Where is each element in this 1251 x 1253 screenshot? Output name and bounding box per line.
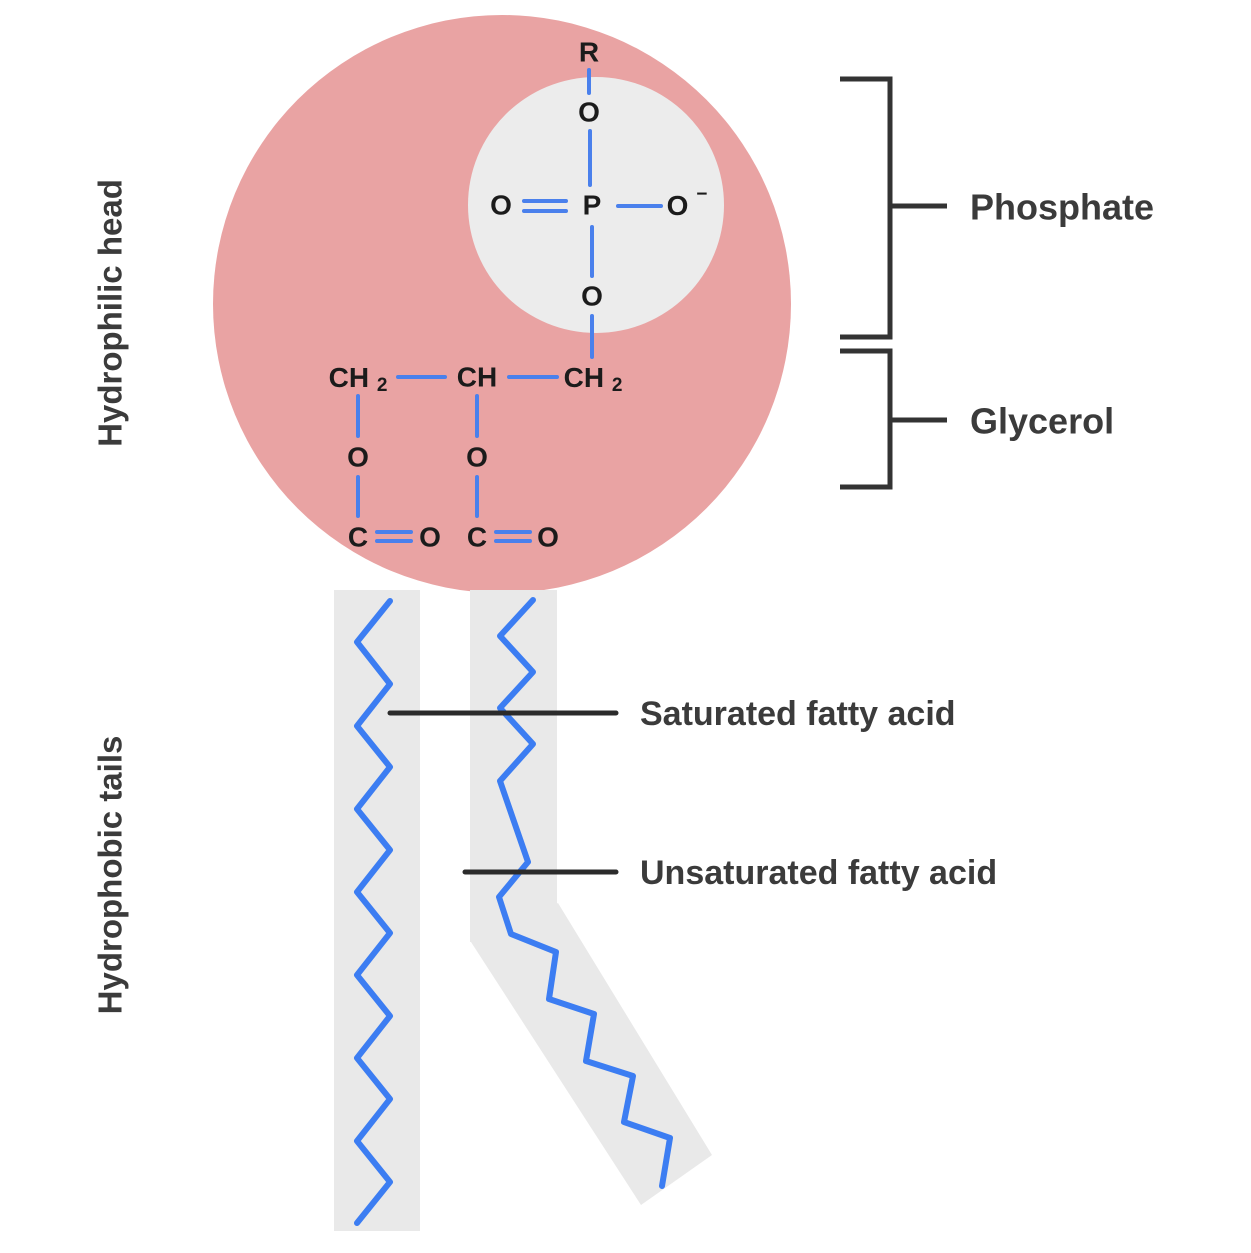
atom-p: P	[583, 190, 602, 221]
atom-r: R	[579, 37, 599, 68]
unsaturated-tail-band-lower	[471, 903, 712, 1205]
atom-ch2-right-main: CH	[564, 362, 604, 393]
saturated-chain-zigzag	[354, 598, 393, 1226]
atom-c-carbonyl-left: C	[348, 522, 368, 553]
atom-o-carbonyl-left: O	[419, 522, 441, 553]
saturated-label: Saturated fatty acid	[640, 695, 956, 733]
unsaturated-chain-zigzag	[496, 597, 673, 1189]
atom-o-carbonyl-mid: O	[537, 522, 559, 553]
atom-o-ester-mid: O	[466, 442, 488, 473]
phosphate-label: Phosphate	[970, 187, 1154, 228]
atom-o-top: O	[578, 97, 600, 128]
atom-o-ester-left: O	[347, 442, 369, 473]
hydrophilic-head-label: Hydrophilic head	[92, 179, 129, 447]
brackets	[840, 76, 947, 490]
hydrophilic-head-circle	[213, 15, 791, 593]
glycerol-label: Glycerol	[970, 401, 1114, 442]
atom-ch2-left-main: CH	[329, 362, 369, 393]
atom-c-carbonyl-mid: C	[467, 522, 487, 553]
molecule-bonds	[356, 68, 663, 543]
phosphate-highlight-circle	[468, 77, 724, 333]
fatty-acid-chains	[354, 597, 673, 1226]
annotation-labels: Phosphate Glycerol Saturated fatty acid …	[640, 187, 1154, 893]
atom-o-minus-charge: −	[696, 184, 707, 205]
atom-ch2-right-sub: 2	[612, 375, 623, 396]
atom-o-bottom: O	[581, 281, 603, 312]
atom-ch2-left-sub: 2	[377, 375, 388, 396]
hydrophobic-tails-label: Hydrophobic tails	[92, 736, 129, 1015]
atom-ch2-left: CH 2	[329, 362, 388, 396]
side-labels: Hydrophilic head Hydrophobic tails	[92, 179, 129, 1014]
phosphate-bracket	[840, 76, 893, 340]
pointer-lines	[387, 710, 619, 875]
atom-o-left: O	[490, 190, 512, 221]
atom-o-minus-o: O	[667, 190, 689, 221]
atom-ch-mid: CH	[457, 362, 497, 393]
atom-o-minus: O −	[667, 184, 708, 221]
glycerol-bracket	[840, 348, 893, 490]
saturated-tail-band	[334, 590, 420, 1231]
molecule-atoms: R O P O O − O CH 2 CH CH 2 O O C O C O	[329, 37, 708, 553]
unsaturated-label: Unsaturated fatty acid	[640, 854, 997, 892]
atom-ch2-right: CH 2	[564, 362, 623, 396]
